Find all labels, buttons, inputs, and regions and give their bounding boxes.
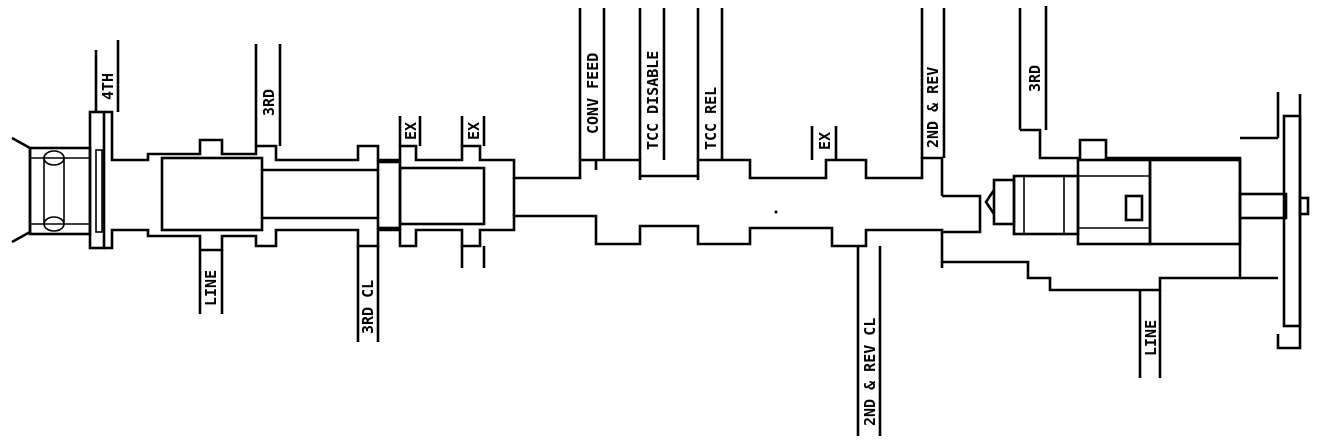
- label-3rd-top-right: 3RD: [1026, 65, 1044, 92]
- left-end-plug: [11, 110, 106, 250]
- port-labels: 4TH 3RD EX EX CONV FEED TCC DISABLE TCC …: [99, 51, 1160, 426]
- right-end-assembly: [942, 6, 1310, 350]
- label-2nd-rev: 2ND & REV: [924, 67, 942, 148]
- label-3rd-top-left: 3RD: [260, 89, 278, 116]
- label-line-right: LINE: [1142, 320, 1160, 356]
- label-3rd-cl: 3RD CL: [359, 280, 377, 334]
- label-4th: 4TH: [99, 73, 117, 100]
- label-line-left: LINE: [202, 270, 220, 306]
- label-2nd-rev-cl: 2ND & REV CL: [861, 318, 879, 426]
- label-tcc-rel: TCC REL: [702, 87, 720, 150]
- spool-middle: [512, 160, 778, 216]
- label-ex-3: EX: [816, 132, 834, 150]
- label-ex-2: EX: [465, 122, 483, 140]
- label-ex-1: EX: [402, 122, 420, 140]
- label-tcc-disable: TCC DISABLE: [644, 51, 662, 150]
- spool-lands-left: [160, 156, 486, 232]
- label-conv-feed: CONV FEED: [584, 53, 602, 134]
- port-passages: [94, 8, 1162, 436]
- bore-outline: [104, 110, 944, 268]
